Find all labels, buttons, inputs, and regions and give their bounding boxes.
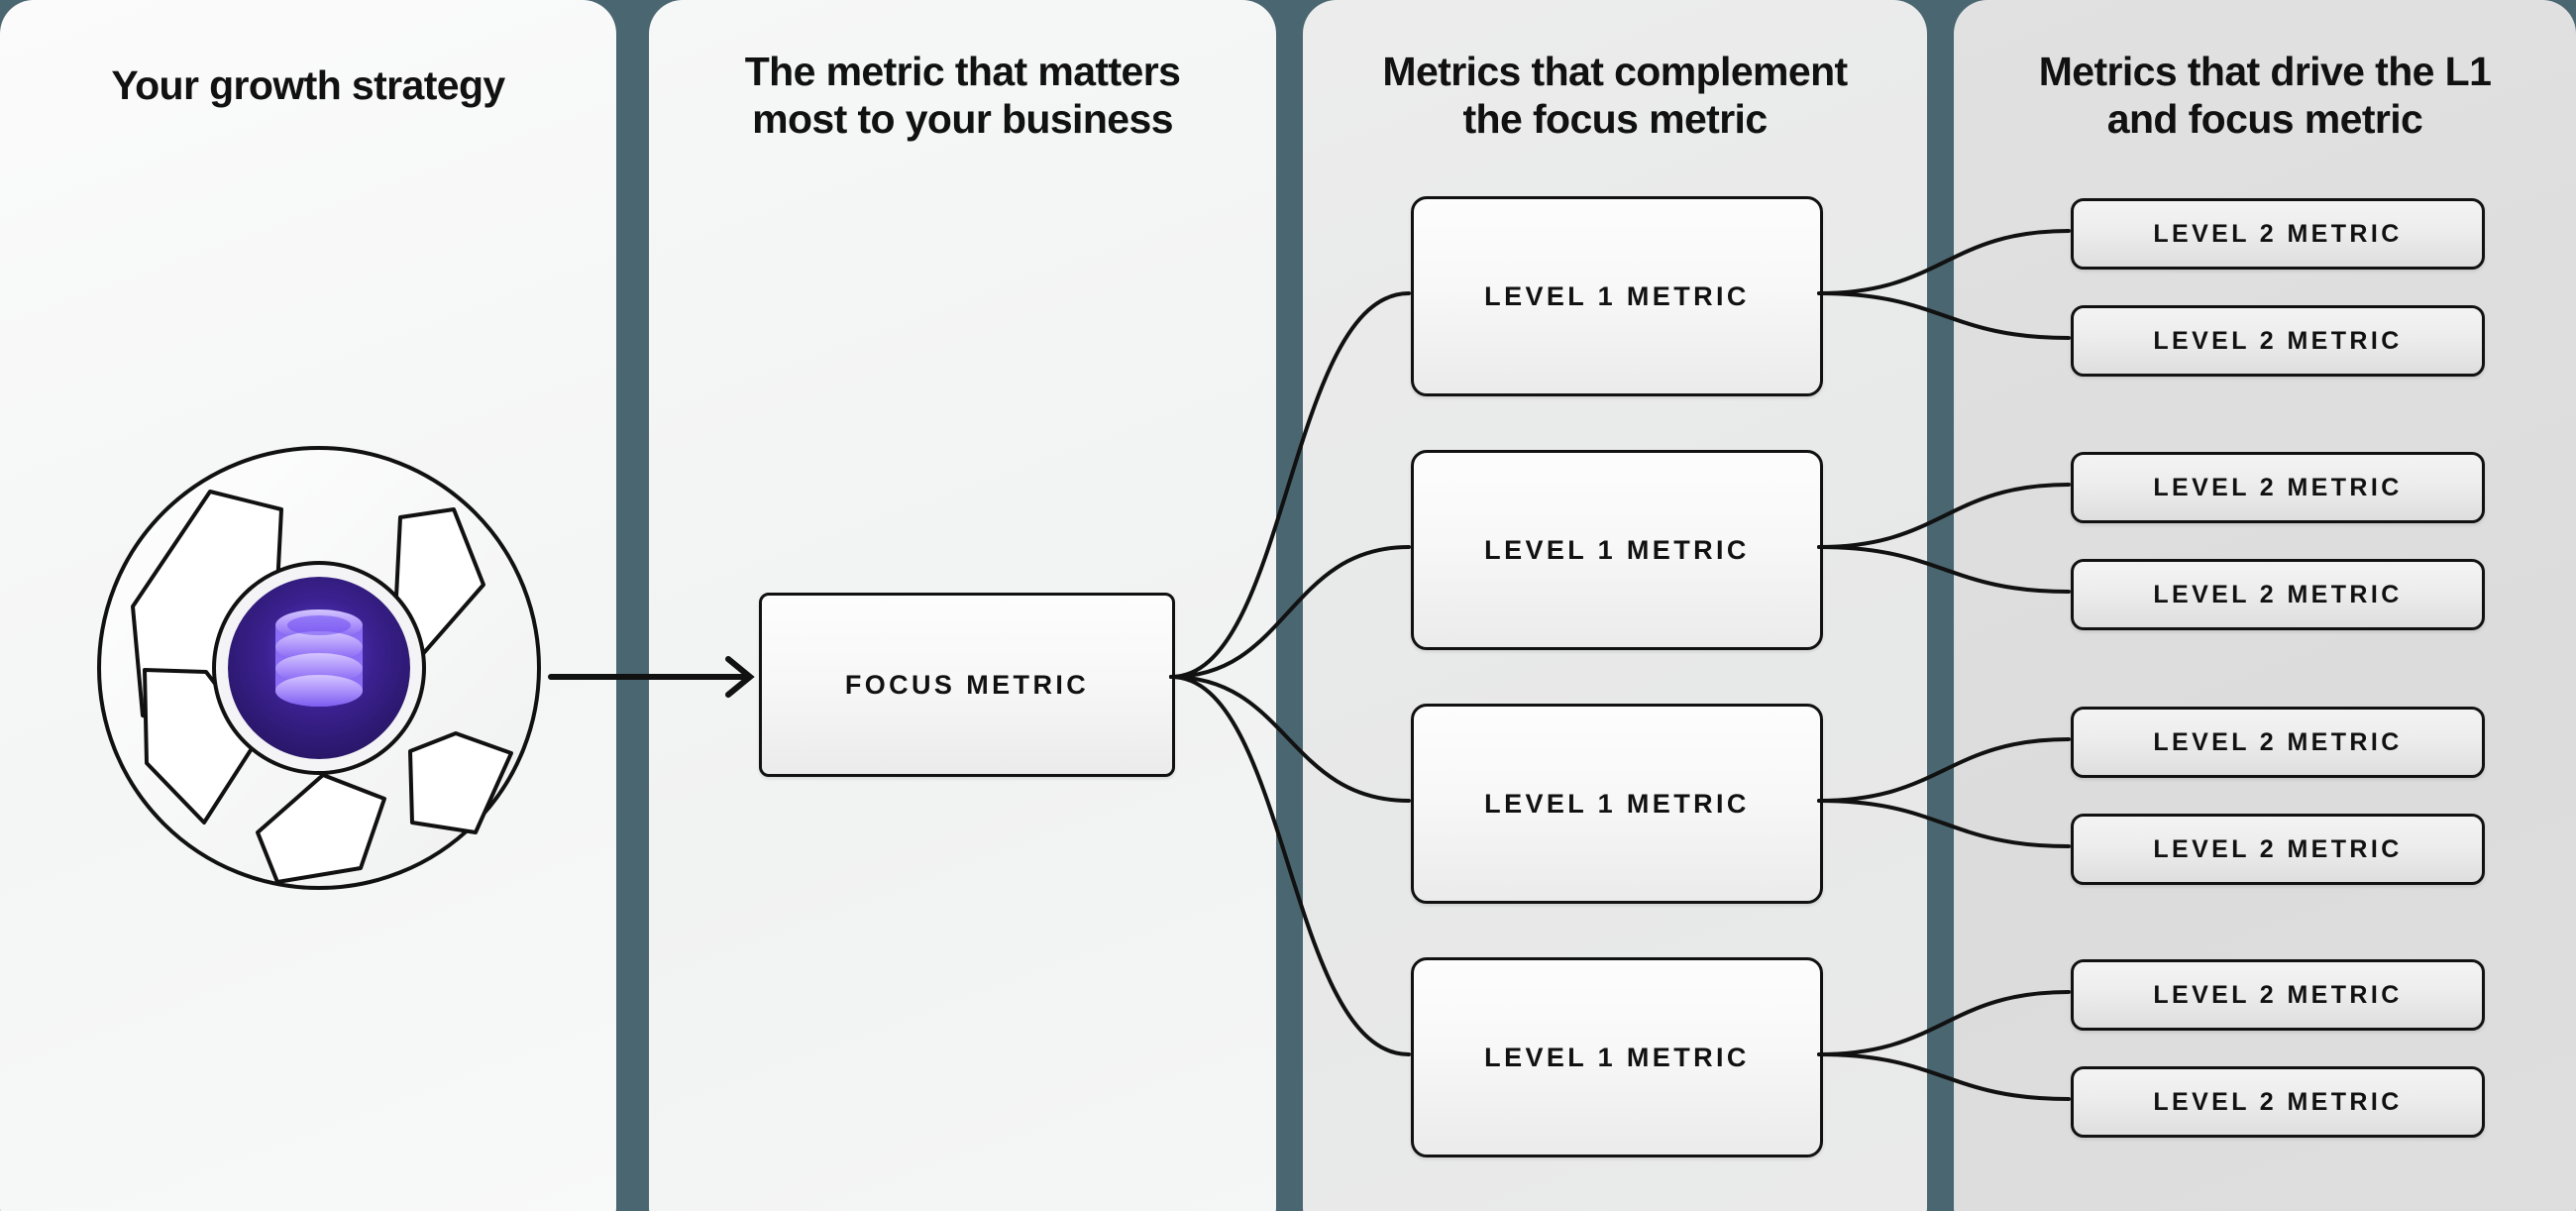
level1-metric-node[interactable]: LEVEL 1 METRIC [1411, 450, 1823, 650]
panel-title-growth-strategy: Your growth strategy [111, 62, 505, 108]
level2-metric-node[interactable]: LEVEL 2 METRIC [2071, 1066, 2485, 1138]
level2-metric-node[interactable]: LEVEL 2 METRIC [2071, 452, 2485, 523]
panel-title-line-1: Metrics that drive the L1 [2038, 49, 2492, 94]
level2-metric-label: LEVEL 2 METRIC [2153, 1087, 2403, 1116]
level2-metric-node[interactable]: LEVEL 2 METRIC [2071, 198, 2485, 270]
panel-title-line-2: and focus metric [2106, 96, 2423, 143]
level2-metric-node[interactable]: LEVEL 2 METRIC [2071, 707, 2485, 778]
panel-title-line-2: most to your business [752, 96, 1173, 143]
panel-title-focus-metric: The metric that matters most to your bus… [649, 48, 1276, 144]
level1-metric-label: LEVEL 1 METRIC [1484, 280, 1750, 311]
level2-metric-label: LEVEL 2 METRIC [2153, 580, 2403, 608]
level2-metric-label: LEVEL 2 METRIC [2153, 980, 2403, 1009]
aperture-database-emblem [87, 436, 551, 900]
panel-title-line-1: The metric that matters [744, 49, 1181, 94]
level1-metric-node[interactable]: LEVEL 1 METRIC [1411, 704, 1823, 904]
focus-metric-node[interactable]: FOCUS METRIC [759, 593, 1175, 777]
database-icon [275, 609, 363, 707]
level1-metric-node[interactable]: LEVEL 1 METRIC [1411, 196, 1823, 396]
level2-metric-label: LEVEL 2 METRIC [2153, 219, 2403, 248]
level2-metric-label: LEVEL 2 METRIC [2153, 834, 2403, 863]
focus-metric-label: FOCUS METRIC [844, 669, 1090, 700]
level2-metric-node[interactable]: LEVEL 2 METRIC [2071, 559, 2485, 630]
level2-metric-label: LEVEL 2 METRIC [2153, 727, 2403, 756]
panel-title-driver-metrics: Metrics that drive the L1 and focus metr… [1954, 48, 2576, 144]
level2-metric-node[interactable]: LEVEL 2 METRIC [2071, 305, 2485, 377]
level1-metric-label: LEVEL 1 METRIC [1484, 788, 1750, 819]
level2-metric-label: LEVEL 2 METRIC [2153, 473, 2403, 501]
level1-metric-label: LEVEL 1 METRIC [1484, 534, 1750, 565]
level1-metric-node[interactable]: LEVEL 1 METRIC [1411, 957, 1823, 1157]
level2-metric-node[interactable]: LEVEL 2 METRIC [2071, 814, 2485, 885]
level2-metric-label: LEVEL 2 METRIC [2153, 326, 2403, 355]
panel-title-complement-metrics: Metrics that complement the focus metric [1303, 48, 1927, 144]
panel-title-line-1: Metrics that complement [1382, 49, 1848, 94]
level1-metric-label: LEVEL 1 METRIC [1484, 1042, 1750, 1072]
panel-title-line-2: the focus metric [1462, 96, 1768, 143]
level2-metric-node[interactable]: LEVEL 2 METRIC [2071, 959, 2485, 1031]
